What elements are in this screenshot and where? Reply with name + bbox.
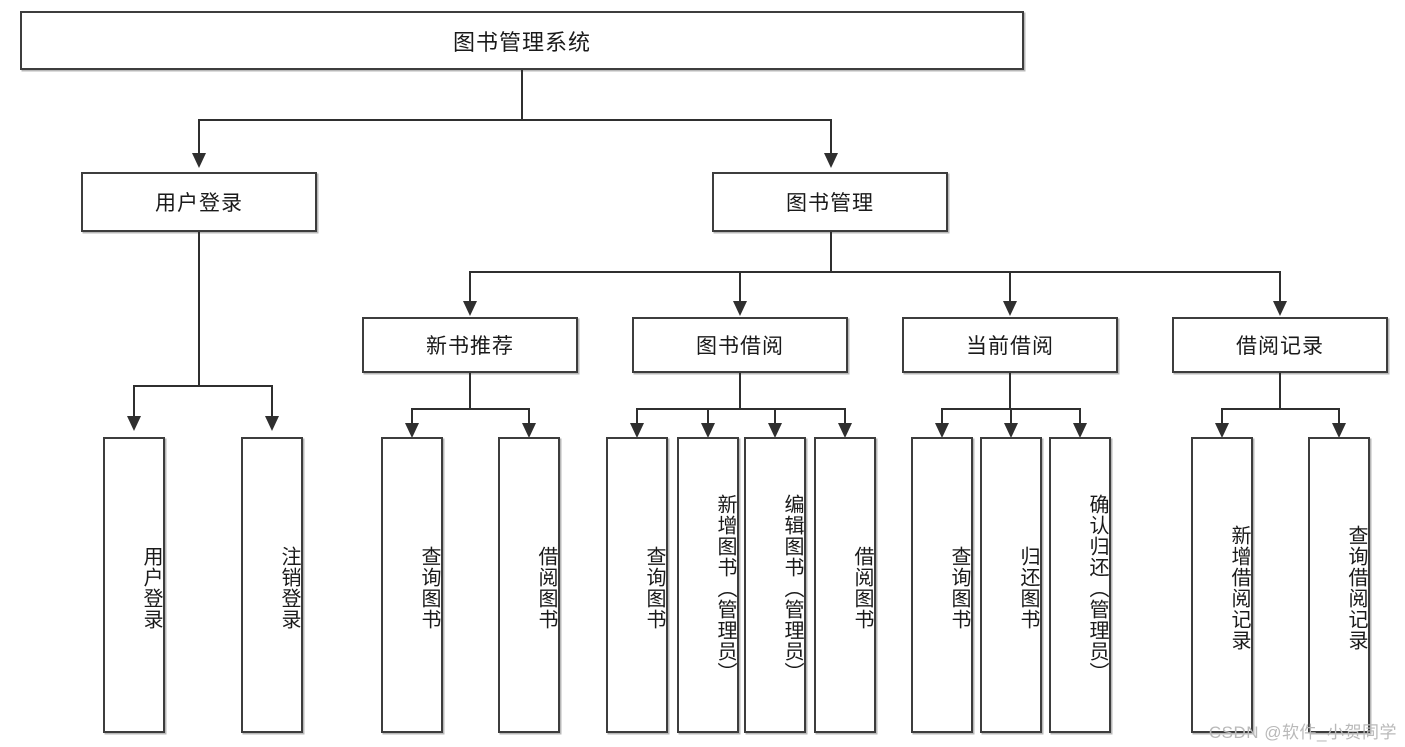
edge-new-book-bus	[411, 408, 530, 410]
arrow-to-current-borrow	[1003, 301, 1017, 316]
node-label: 新增借阅记录	[1228, 525, 1250, 651]
node-label: 用户登录	[155, 192, 243, 215]
leaf-query-book-new[interactable]: 查询图书	[381, 437, 443, 733]
arrow-to-book-borrow	[733, 301, 747, 316]
arrow-to-leaf-logout	[265, 416, 279, 431]
node-label: 查询图书	[643, 546, 665, 630]
node-label: 借阅图书	[851, 546, 873, 630]
arrow-to-user-login	[192, 153, 206, 168]
edge-book-borrow-stem	[739, 373, 741, 409]
arrow-to-leaf-query-book-b	[630, 423, 644, 438]
leaf-add-borrow-record[interactable]: 新增借阅记录	[1191, 437, 1253, 733]
leaf-confirm-return-admin[interactable]: 确认归还（管理员）	[1049, 437, 1111, 733]
leaf-add-book-admin[interactable]: 新增图书（管理员）	[677, 437, 739, 733]
arrow-to-leaf-add-book	[701, 423, 715, 438]
arrow-to-leaf-query-record	[1332, 423, 1346, 438]
edge-to-borrow-record	[1279, 271, 1281, 303]
arrow-to-book-manage	[824, 153, 838, 168]
edge-root-bus	[198, 119, 832, 121]
edge-borrow-record-bus	[1221, 408, 1340, 410]
leaf-borrow-book-new[interactable]: 借阅图书	[498, 437, 560, 733]
node-label: 归还图书	[1017, 546, 1039, 630]
leaf-query-borrow-record[interactable]: 查询借阅记录	[1308, 437, 1370, 733]
edge-current-borrow-stem	[1009, 373, 1011, 409]
edge-borrow-record-to-leaf-2	[1338, 408, 1340, 430]
node-current-borrow[interactable]: 当前借阅	[902, 317, 1118, 373]
leaf-borrow-book[interactable]: 借阅图书	[814, 437, 876, 733]
edge-user-login-to-leaf-2	[271, 385, 273, 418]
node-book-management[interactable]: 图书管理	[712, 172, 948, 232]
edge-to-current-borrow	[1009, 271, 1011, 303]
arrow-to-leaf-return-book	[1004, 423, 1018, 438]
arrow-to-new-book	[463, 301, 477, 316]
edge-current-borrow-to-leaf-3	[1079, 408, 1081, 430]
edge-current-borrow-to-leaf-1	[941, 408, 943, 430]
edge-root-to-book-manage	[830, 119, 832, 155]
node-label: 图书管理系统	[452, 29, 591, 55]
node-label: 借阅图书	[535, 546, 557, 630]
edge-book-borrow-to-leaf-3	[774, 408, 776, 430]
edge-book-borrow-to-leaf-2	[707, 408, 709, 430]
leaf-query-book-current[interactable]: 查询图书	[911, 437, 973, 733]
edge-book-borrow-to-leaf-1	[636, 408, 638, 430]
node-label: 确认归还（管理员）	[1086, 493, 1108, 683]
leaf-logout[interactable]: 注销登录	[241, 437, 303, 733]
node-label: 注销登录	[278, 546, 300, 630]
node-label: 查询借阅记录	[1345, 525, 1367, 651]
edge-user-login-to-leaf-1	[133, 385, 135, 418]
edge-book-borrow-bus	[636, 408, 845, 410]
arrow-to-leaf-edit-book	[768, 423, 782, 438]
edge-borrow-record-stem	[1279, 373, 1281, 409]
edge-book-manage-stem	[830, 232, 832, 272]
edge-root-stem	[521, 70, 523, 120]
node-new-book-recommend[interactable]: 新书推荐	[362, 317, 578, 373]
arrow-to-borrow-record	[1273, 301, 1287, 316]
edge-user-login-bus	[133, 385, 272, 387]
edge-book-manage-bus	[469, 271, 1281, 273]
node-label: 查询图书	[948, 546, 970, 630]
arrow-to-leaf-user-login	[127, 416, 141, 431]
arrow-to-leaf-add-record	[1215, 423, 1229, 438]
arrow-to-leaf-query-book-a	[405, 423, 419, 438]
node-root-library-system[interactable]: 图书管理系统	[20, 11, 1024, 70]
node-label: 用户登录	[140, 546, 162, 630]
arrow-to-leaf-borrow-book-b	[838, 423, 852, 438]
node-user-login[interactable]: 用户登录	[81, 172, 317, 232]
arrow-to-leaf-confirm-return	[1073, 423, 1087, 438]
node-label: 图书借阅	[696, 335, 784, 358]
arrow-to-leaf-borrow-book-a	[522, 423, 536, 438]
leaf-query-book-borrow[interactable]: 查询图书	[606, 437, 668, 733]
node-label: 新增图书（管理员）	[714, 493, 736, 683]
edge-to-book-borrow	[739, 271, 741, 303]
node-label: 图书管理	[786, 192, 874, 215]
leaf-user-login[interactable]: 用户登录	[103, 437, 165, 733]
edge-book-borrow-to-leaf-4	[844, 408, 846, 430]
leaf-edit-book-admin[interactable]: 编辑图书（管理员）	[744, 437, 806, 733]
node-label: 编辑图书（管理员）	[781, 493, 803, 683]
watermark-csdn: CSDN @软件_小贺同学	[1208, 723, 1397, 742]
node-label: 新书推荐	[426, 335, 514, 358]
edge-borrow-record-to-leaf-1	[1221, 408, 1223, 430]
arrow-to-leaf-query-book-c	[935, 423, 949, 438]
node-borrow-record[interactable]: 借阅记录	[1172, 317, 1388, 373]
edge-new-book-to-leaf-2	[528, 408, 530, 430]
leaf-return-book[interactable]: 归还图书	[980, 437, 1042, 733]
edge-to-new-book	[469, 271, 471, 303]
edge-user-login-stem	[198, 232, 200, 386]
node-label: 当前借阅	[966, 335, 1054, 358]
edge-new-book-to-leaf-1	[411, 408, 413, 430]
node-book-borrow[interactable]: 图书借阅	[632, 317, 848, 373]
edge-new-book-stem	[469, 373, 471, 409]
node-label: 查询图书	[418, 546, 440, 630]
edge-current-borrow-to-leaf-2	[1010, 408, 1012, 430]
edge-root-to-user-login	[198, 119, 200, 155]
node-label: 借阅记录	[1236, 335, 1324, 358]
